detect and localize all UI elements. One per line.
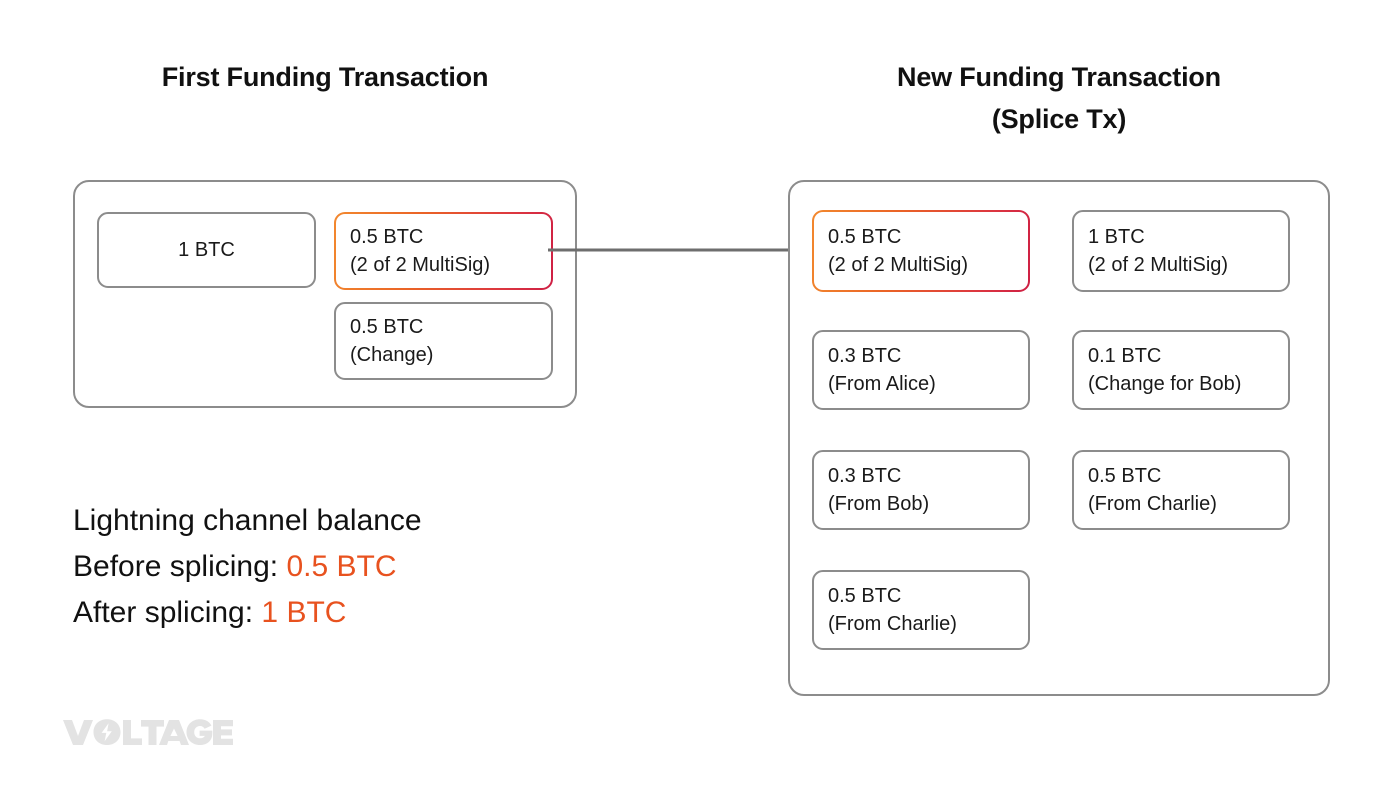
right-input-3-label: (From Charlie) [828, 613, 957, 635]
right-input-1-label: (From Alice) [828, 373, 936, 395]
voltage-wordmark-icon [63, 719, 213, 745]
right-output-0-label: (2 of 2 MultiSig) [1088, 254, 1229, 276]
left-input-0-amount: 1 BTC [178, 239, 235, 261]
balance-after-value: 1 BTC [261, 596, 347, 629]
right-output-1-label: (Change for Bob) [1088, 373, 1242, 395]
new-funding-transaction-panel: 0.5 BTC (2 of 2 MultiSig) 0.3 BTC (From … [788, 180, 1330, 696]
channel-balance-summary: Lightning channel balance Before splicin… [73, 498, 422, 636]
left-output-1-label: (Change) [350, 344, 434, 366]
left-input-box-0[interactable]: 1 BTC [97, 212, 316, 288]
left-output-box-1[interactable]: 0.5 BTC (Change) [334, 302, 553, 380]
right-input-0-amount: 0.5 BTC [828, 226, 902, 248]
balance-before-row: Before splicing: 0.5 BTC [73, 544, 422, 590]
voltage-wordmark-e-icon [213, 720, 233, 745]
left-output-box-0-highlighted[interactable]: 0.5 BTC (2 of 2 MultiSig) [334, 212, 553, 290]
left-output-1-amount: 0.5 BTC [350, 316, 424, 338]
balance-before-value: 0.5 BTC [286, 550, 397, 583]
first-funding-transaction-panel: 1 BTC 0.5 BTC (2 of 2 MultiSig) 0.5 BTC … [73, 180, 577, 408]
right-output-box-2[interactable]: 0.5 BTC (From Charlie) [1072, 450, 1290, 530]
balance-after-label: After splicing: [73, 596, 254, 629]
right-output-2-label: (From Charlie) [1088, 493, 1217, 515]
right-output-1-amount: 0.1 BTC [1088, 345, 1162, 367]
right-input-box-3[interactable]: 0.5 BTC (From Charlie) [812, 570, 1030, 650]
right-output-0-amount: 1 BTC [1088, 226, 1145, 248]
right-input-box-2[interactable]: 0.3 BTC (From Bob) [812, 450, 1030, 530]
right-input-box-1[interactable]: 0.3 BTC (From Alice) [812, 330, 1030, 410]
left-panel-title: First Funding Transaction [161, 62, 489, 92]
right-input-2-amount: 0.3 BTC [828, 465, 902, 487]
right-input-0-label: (2 of 2 MultiSig) [828, 254, 969, 276]
right-input-1-amount: 0.3 BTC [828, 345, 902, 367]
left-output-0-amount: 0.5 BTC [350, 226, 424, 248]
balance-before-label: Before splicing: [73, 550, 279, 583]
right-panel-title: New Funding Transaction (Splice Tx) [897, 62, 1221, 134]
right-output-box-0[interactable]: 1 BTC (2 of 2 MultiSig) [1072, 210, 1290, 292]
left-output-0-label: (2 of 2 MultiSig) [350, 254, 491, 276]
right-input-2-label: (From Bob) [828, 493, 930, 515]
right-output-box-1[interactable]: 0.1 BTC (Change for Bob) [1072, 330, 1290, 410]
right-input-box-0-highlighted[interactable]: 0.5 BTC (2 of 2 MultiSig) [812, 210, 1030, 292]
balance-heading: Lightning channel balance [73, 504, 422, 537]
balance-after-row: After splicing: 1 BTC [73, 590, 422, 636]
arrow-right-icon [548, 239, 820, 261]
voltage-logo [63, 718, 235, 746]
right-input-3-amount: 0.5 BTC [828, 585, 902, 607]
right-output-2-amount: 0.5 BTC [1088, 465, 1162, 487]
